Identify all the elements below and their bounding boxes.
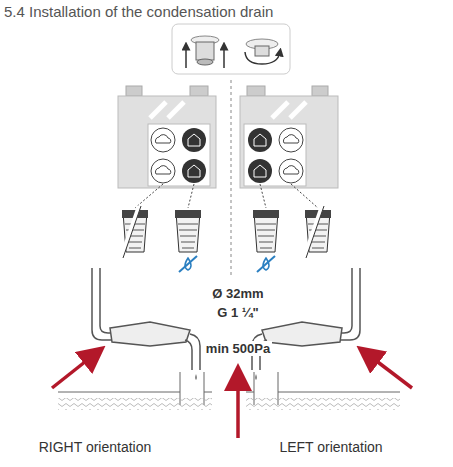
section-title: 5.4 Installation of the condensation dra… xyxy=(4,3,273,20)
center-line xyxy=(231,80,232,276)
drain-fittings xyxy=(121,206,331,272)
red-pointer-arrows xyxy=(52,350,412,438)
pipe-diameter: Ø 32mm xyxy=(210,286,265,301)
rotate-icon xyxy=(172,24,290,74)
floor-drain xyxy=(58,372,400,410)
pressure-note: min 500Pa xyxy=(204,341,272,356)
drain-pipes xyxy=(92,268,360,370)
unit-right-orientation xyxy=(118,86,216,208)
orientation-caption: RIGHT orientation xyxy=(37,439,154,455)
thread-size: G 1 ¼" xyxy=(215,305,261,320)
unit-left-orientation xyxy=(240,86,338,208)
orientation-caption: LEFT orientation xyxy=(277,439,384,455)
